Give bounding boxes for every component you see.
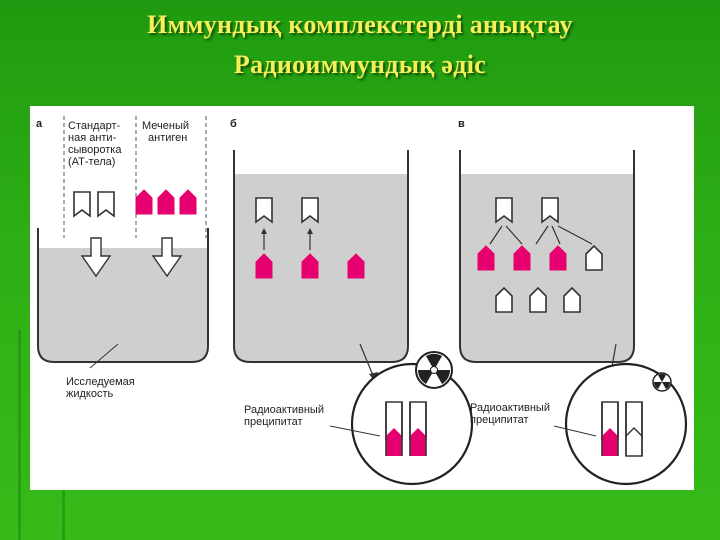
antibody-icon — [98, 192, 114, 216]
labeled-antigen-label: Меченый антиген — [142, 120, 189, 144]
panel-a — [38, 116, 208, 368]
labeled-antigen-icon — [136, 190, 152, 214]
panel-c-letter: в — [458, 118, 465, 130]
radiation-icon — [653, 373, 671, 391]
immunoassay-diagram — [30, 106, 694, 490]
labeled-antigen-icon — [180, 190, 196, 214]
slide-subtitle: Радиоиммундық әдіс — [0, 50, 720, 80]
fluid-label: Исследуемая жидкость — [66, 376, 135, 400]
antiserum-label: Стандарт- ная анти- сыворотка (АТ-тела) — [68, 120, 121, 168]
panel-c — [460, 150, 686, 484]
precipitate-label-c: Радиоактивный преципитат — [470, 402, 550, 426]
precipitate-label-b: Радиоактивный преципитат — [244, 404, 324, 428]
radiation-icon — [416, 352, 452, 388]
slide-title: Иммундық комплекстерді анықтау — [0, 10, 720, 40]
panel-a-letter: а — [36, 118, 42, 130]
antibody-icon — [74, 192, 90, 216]
figure-panel: а Стандарт- ная анти- сыворотка (АТ-тела… — [30, 106, 694, 490]
labeled-antigen-icon — [158, 190, 174, 214]
panel-b — [234, 150, 472, 484]
panel-b-letter: б — [230, 118, 237, 130]
